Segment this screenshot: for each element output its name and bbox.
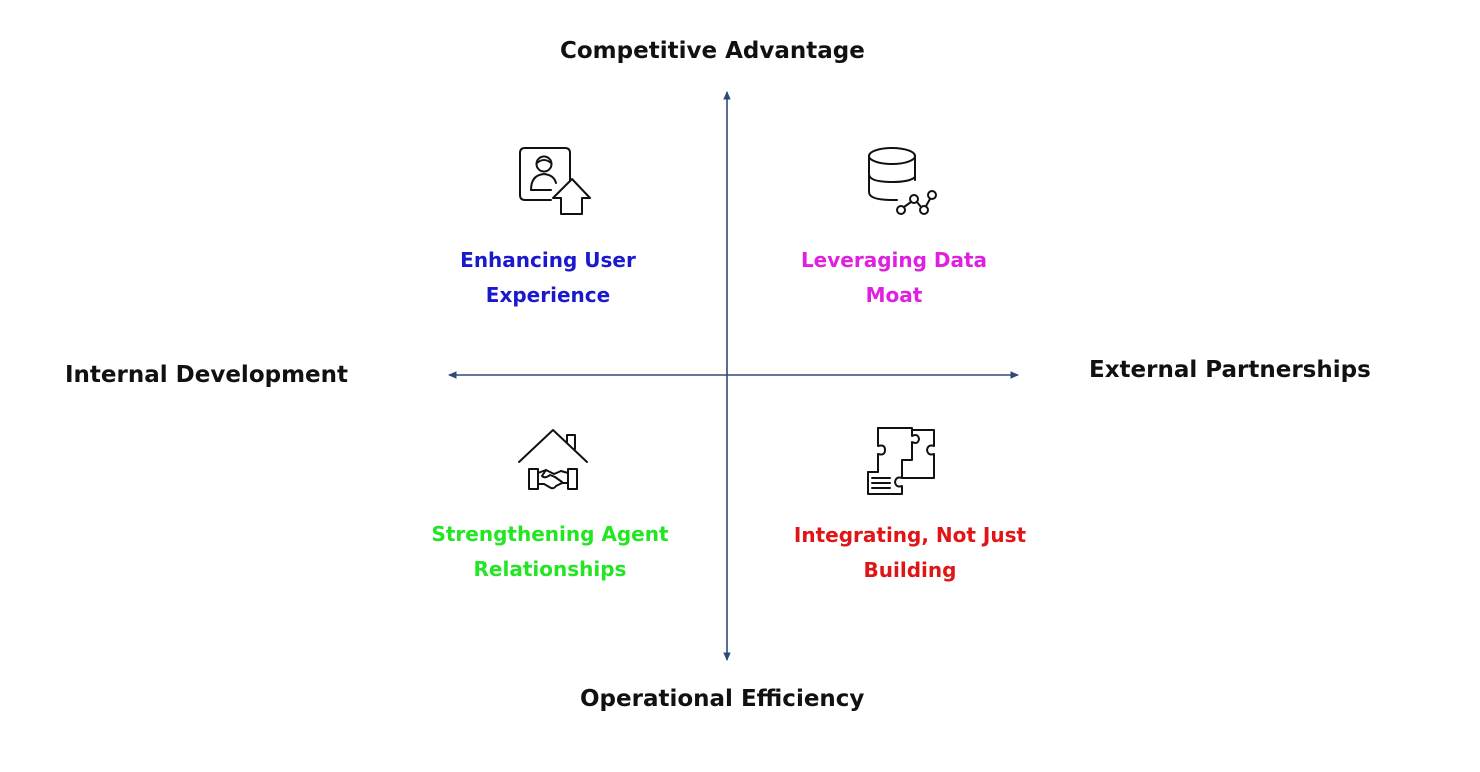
quadrant-label-top-right: Leveraging Data Moat xyxy=(734,243,1054,313)
axis-label-top: Competitive Advantage xyxy=(560,38,865,64)
quadrant-label-line: Experience xyxy=(485,283,611,307)
house-handshake-icon xyxy=(515,422,591,498)
quadrant-label-bottom-left: Strengthening Agent Relationships xyxy=(390,517,710,587)
quadrant-label-line: Strengthening Agent xyxy=(431,522,669,546)
quadrant-label-line: Moat xyxy=(865,283,923,307)
quadrant-label-line: Relationships xyxy=(473,557,627,581)
user-upgrade-icon xyxy=(515,143,591,219)
quadrant-label-line: Integrating, Not Just xyxy=(793,523,1027,547)
database-network-icon xyxy=(862,143,938,219)
axis-label-left: Internal Development xyxy=(65,362,349,388)
quadrant-label-bottom-right: Integrating, Not Just Building xyxy=(750,518,1070,588)
quadrant-label-line: Enhancing User xyxy=(460,248,636,272)
axis-label-bottom: Operational Efficiency xyxy=(580,686,865,712)
quadrant-label-line: Building xyxy=(863,558,957,582)
puzzle-integration-icon xyxy=(862,422,938,498)
quadrant-label-top-left: Enhancing User Experience xyxy=(388,243,708,313)
axis-label-right: External Partnerships xyxy=(1089,357,1371,383)
quadrant-label-line: Leveraging Data xyxy=(800,248,988,272)
